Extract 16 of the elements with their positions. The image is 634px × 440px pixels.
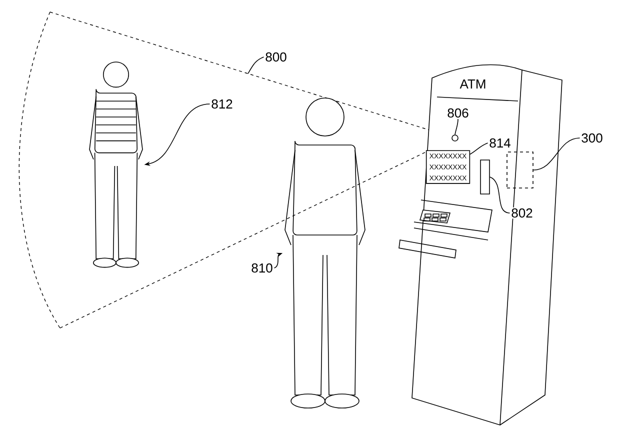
leader-line — [248, 56, 264, 74]
callout-number: 800 — [264, 51, 288, 63]
person-drawing — [89, 62, 143, 268]
callout-number: 812 — [210, 98, 234, 110]
callout-number: 814 — [488, 137, 512, 149]
callout-number: 810 — [250, 262, 274, 274]
camera-lens — [452, 134, 458, 142]
leader-line — [533, 138, 580, 170]
hidden-module — [506, 152, 534, 188]
card-slot — [480, 160, 490, 194]
callout-number: 300 — [580, 132, 604, 144]
leader-line — [454, 118, 458, 135]
callout-number: 806 — [446, 107, 470, 119]
callout-number: 802 — [510, 207, 534, 219]
leader-line — [470, 142, 488, 155]
person-drawing — [284, 98, 366, 408]
